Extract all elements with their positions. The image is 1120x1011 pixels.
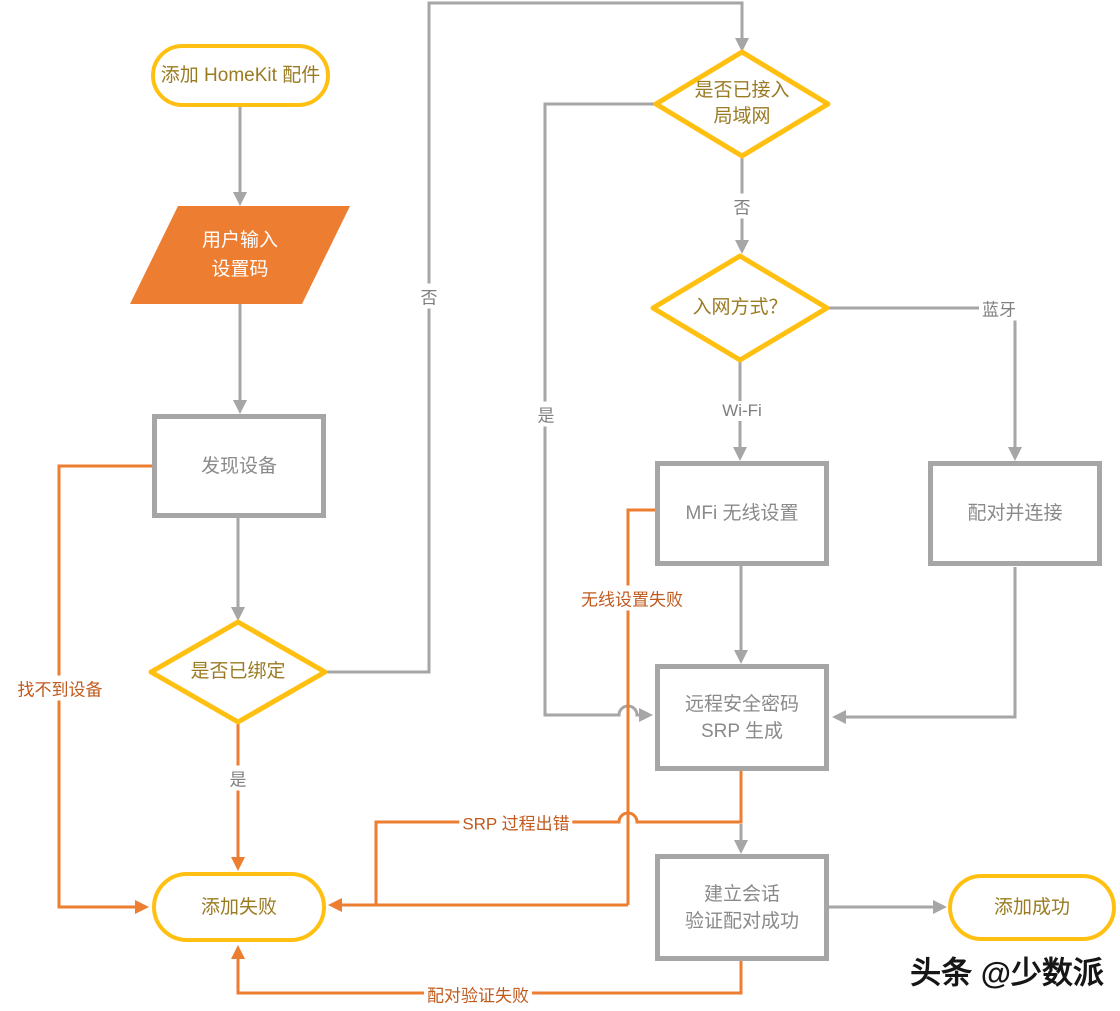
watermark: 头条 @少数派: [910, 955, 1104, 991]
success-terminal: 添加成功: [948, 874, 1116, 941]
edge-label-device-not-found: 找不到设备: [14, 675, 106, 701]
edge-label-srp-error: SRP 过程出错: [459, 809, 573, 835]
bound-label: 是否已绑定: [190, 661, 286, 682]
srp-line1: 远程安全密码: [684, 693, 799, 715]
method-label: 入网方式？: [692, 297, 788, 318]
session-line1: 建立会话: [703, 883, 780, 905]
edge-srp-error-down: [374, 770, 743, 905]
edge-label-bluetooth: 蓝牙: [979, 295, 1019, 321]
edge-label-pairing-failed: 配对验证失败: [424, 981, 532, 1007]
pair-label: 配对并连接: [967, 503, 1063, 524]
edge-pair-to-srp: [832, 567, 1017, 724]
input-parallelogram-shape: [130, 206, 350, 304]
edge-label-yes-lan: 是: [534, 401, 558, 427]
mfi-label: MFi 无线设置: [685, 503, 799, 524]
pair-process: 配对并连接: [928, 461, 1102, 566]
start-label: 添加 HomeKit 配件: [160, 65, 321, 86]
start-terminal: 添加 HomeKit 配件: [151, 44, 330, 107]
bound-diamond-shape: [148, 619, 328, 725]
edge-lan-yes-to-srp: [543, 102, 656, 722]
lan-diamond-text: 是否已接入 局域网: [657, 76, 827, 132]
session-line2: 验证配对成功: [684, 910, 799, 932]
fail-label: 添加失败: [200, 896, 277, 918]
edge-method-bluetooth-to-pair: [827, 306, 1022, 461]
lan-line2: 局域网: [713, 106, 771, 127]
discover-label: 发现设备: [200, 455, 277, 477]
lan-line1: 是否已接入: [694, 80, 790, 101]
srp-process: 远程安全密码 SRP 生成: [655, 664, 829, 771]
edge-label-wifi: Wi-Fi: [719, 401, 765, 421]
fail-terminal: 添加失败: [152, 872, 326, 942]
method-diamond-shape: [650, 253, 830, 363]
success-label: 添加成功: [993, 897, 1070, 918]
input-node-text: 用户输入 设置码: [130, 205, 350, 305]
input-line2: 设置码: [211, 259, 269, 280]
edge-mfi-wirelessfail-down: [626, 508, 655, 905]
edge-label-yes-bound: 是: [226, 765, 250, 791]
bound-diamond-text: 是否已绑定: [153, 642, 323, 702]
edge-bound-no-to-lan: [325, 1, 749, 674]
lan-diamond-shape: [653, 49, 831, 159]
edge-label-no-lan: 否: [730, 193, 754, 219]
srp-line2: SRP 生成: [700, 720, 783, 742]
method-diamond-text: 入网方式？: [655, 280, 825, 336]
input-line1: 用户输入: [201, 230, 278, 251]
session-process: 建立会话 验证配对成功: [655, 854, 829, 961]
mfi-process: MFi 无线设置: [655, 461, 829, 566]
edge-label-wireless-setup-failed: 无线设置失败: [578, 585, 686, 611]
discover-process: 发现设备: [152, 414, 326, 518]
edge-label-no-top: 否: [417, 283, 441, 309]
